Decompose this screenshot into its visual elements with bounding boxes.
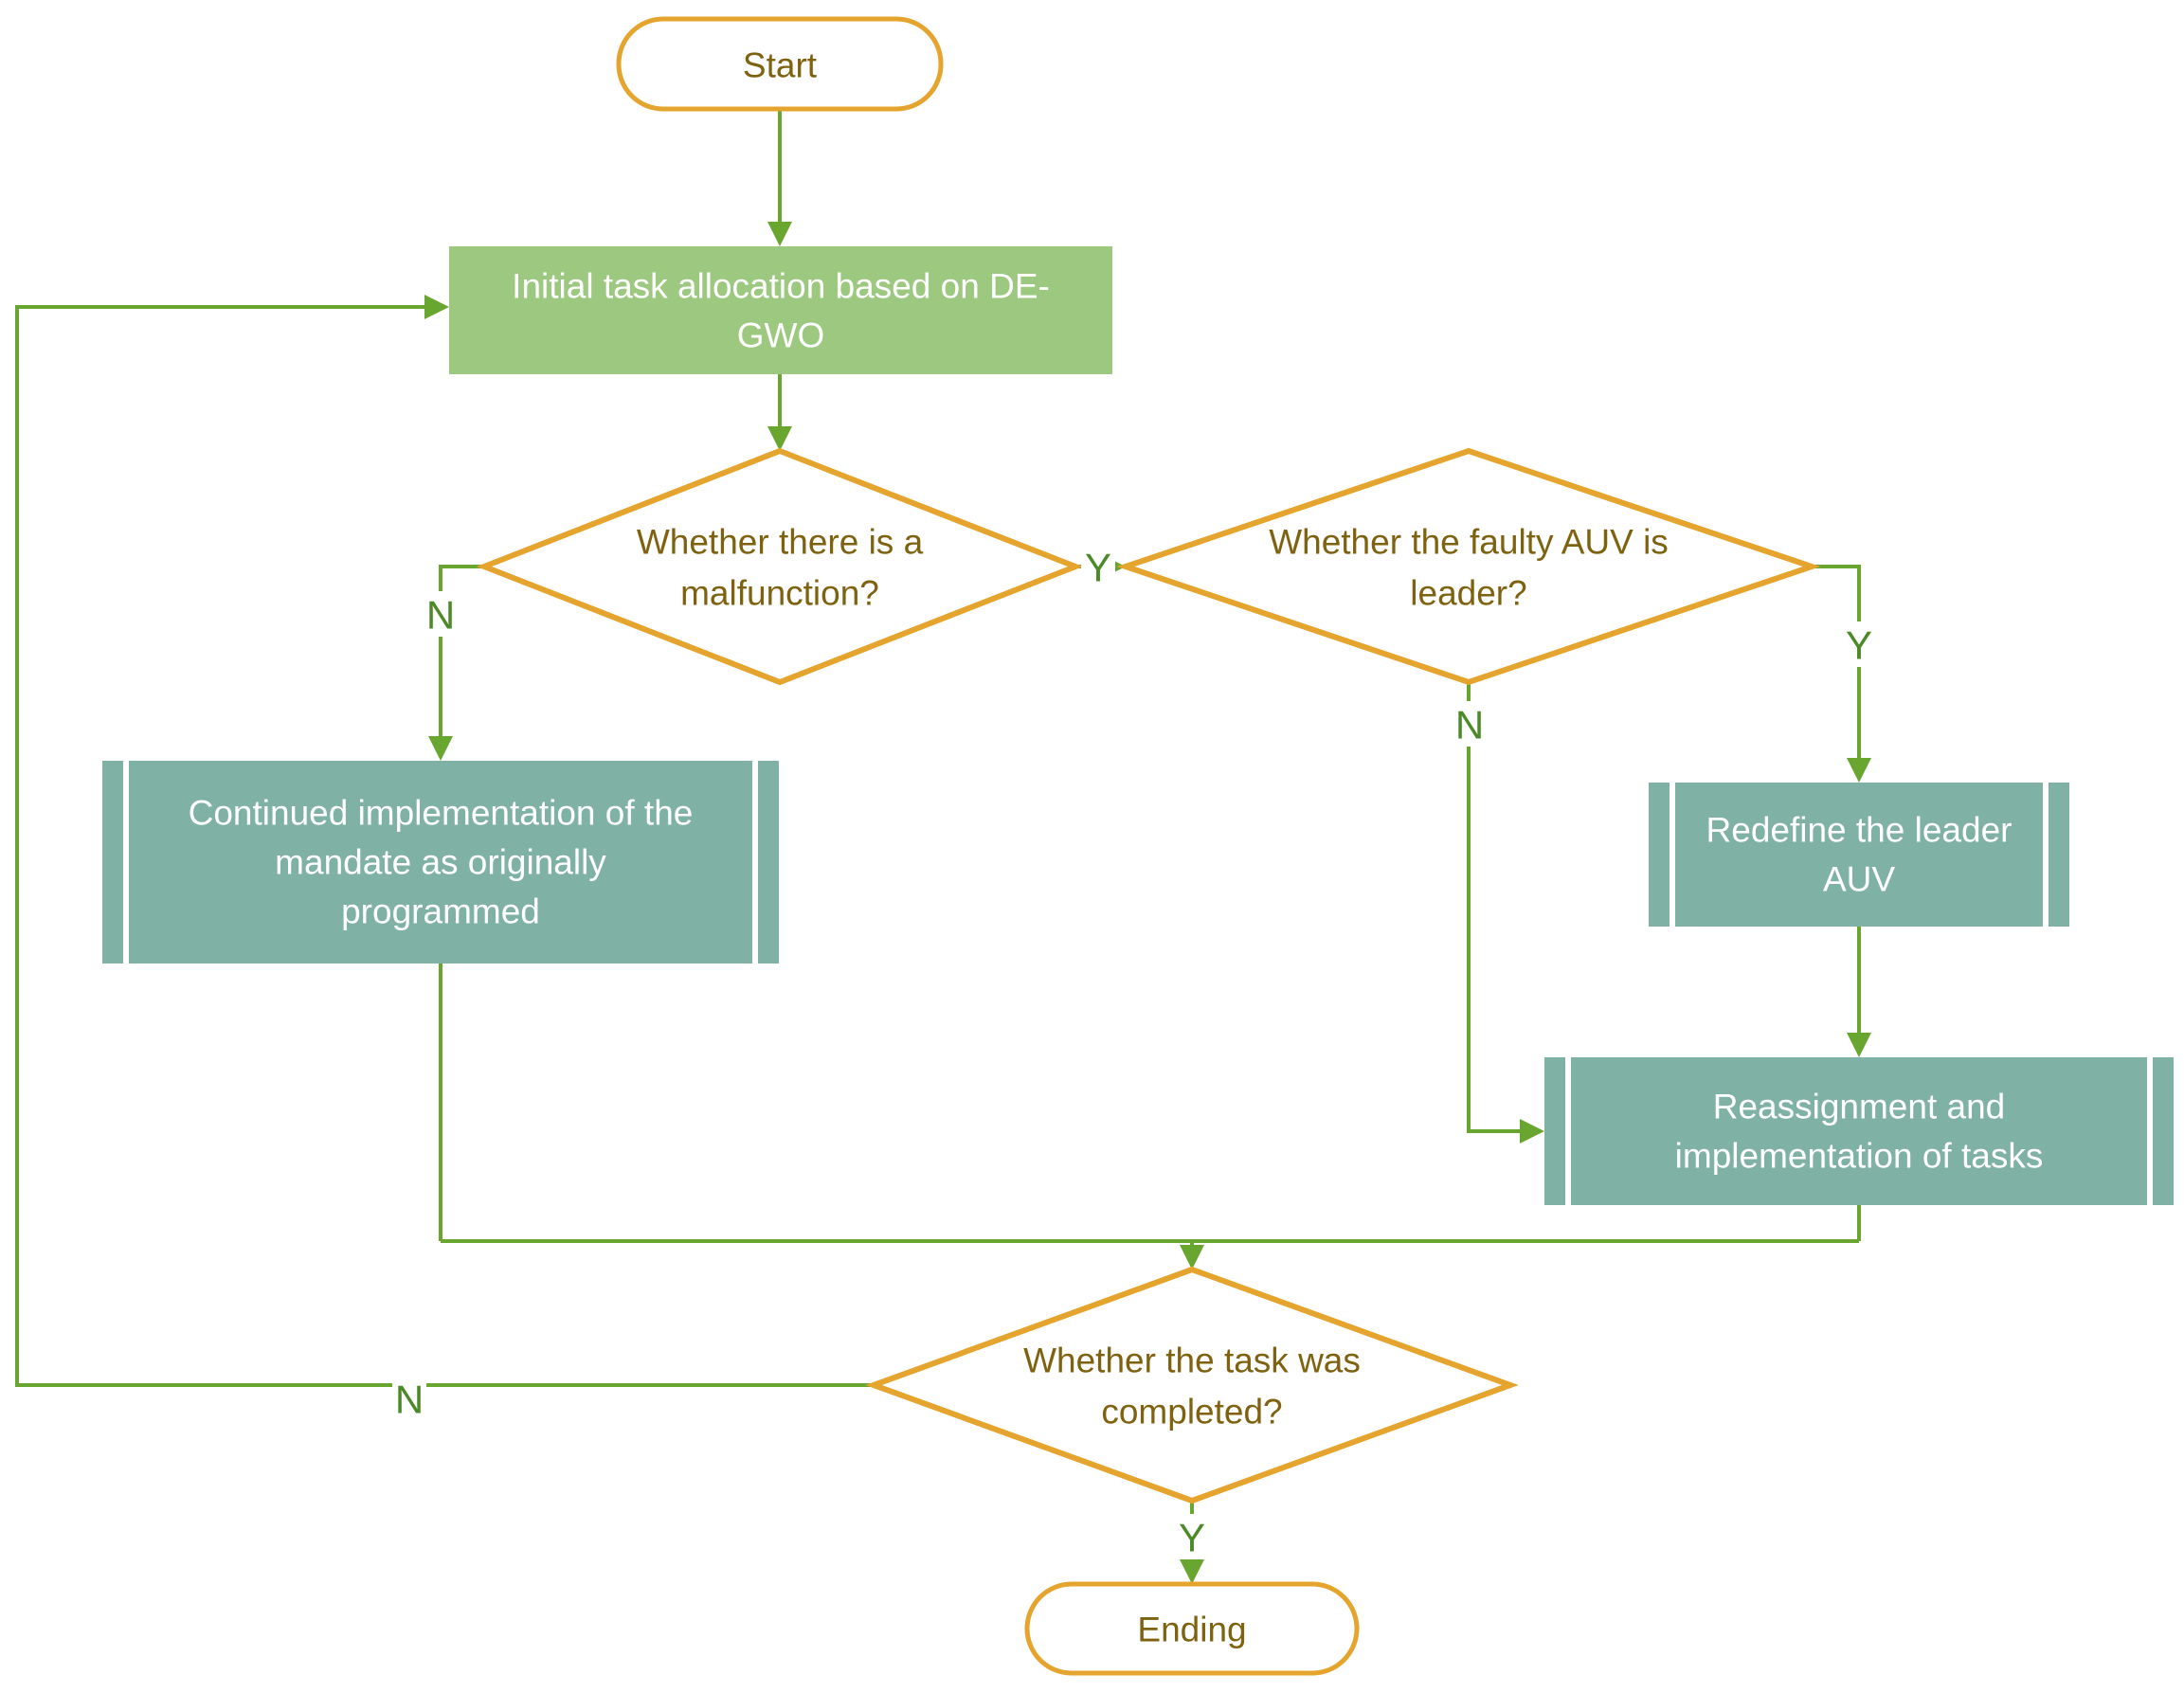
arrowhead-into-reassignment-left [1520, 1119, 1544, 1144]
arrowhead-into-redefine [1847, 758, 1871, 783]
ending-label: Ending [1137, 1611, 1246, 1649]
edge-leader-yes [1812, 565, 1861, 758]
redefine-main-shape [1675, 783, 2043, 927]
node-completed-decision: Whether the task was completed? [865, 1266, 1519, 1504]
faulty-leader-label-line1: Whether the faulty AUV is [1269, 523, 1669, 562]
edge-labels: Y N Y N Y N [392, 544, 1876, 1560]
completed-label-line2: completed? [1101, 1393, 1282, 1432]
arrowhead-into-reassignment-top [1847, 1033, 1871, 1057]
label-bg-completed-yes [1175, 1514, 1209, 1559]
reassignment-label-line2: implementation of tasks [1675, 1137, 2044, 1176]
redefine-right-bar [2049, 783, 2069, 927]
reassignment-right-bar [2153, 1057, 2174, 1205]
completed-diamond-shape [865, 1266, 1519, 1504]
edge-completed-no-loop [15, 305, 874, 1387]
continued-right-bar [758, 761, 779, 964]
label-completed-no: N [395, 1378, 424, 1422]
label-leader-yes: Y [1846, 623, 1872, 668]
init-process-shape [449, 246, 1112, 374]
continued-label-line2: mandate as originally [275, 843, 606, 882]
arrowhead-into-malfunction [767, 426, 792, 451]
reassignment-main-shape [1571, 1057, 2147, 1205]
arrowhead-into-ending [1180, 1559, 1204, 1584]
continued-left-bar [102, 761, 123, 964]
malfunction-label-line2: malfunction? [680, 574, 879, 613]
redefine-label-line1: Redefine the leader [1706, 811, 2013, 850]
node-start: Start [616, 16, 944, 112]
node-continued-implementation: Continued implementation of the mandate … [102, 761, 779, 964]
node-faulty-leader-decision: Whether the faulty AUV is leader? [1116, 447, 1821, 686]
node-initial-task-allocation: Initial task allocation based on DE- GWO [449, 246, 1112, 374]
edge-leader-no [1467, 682, 1520, 1133]
label-bg-malfunction-no [424, 591, 458, 637]
edges [15, 109, 1861, 1559]
label-malfunction-yes: Y [1085, 546, 1111, 590]
arrowhead-into-completed [1180, 1245, 1204, 1270]
label-bg-completed-no [392, 1374, 426, 1421]
node-redefine-leader: Redefine the leader AUV [1649, 783, 2069, 927]
malfunction-label-line1: Whether there is a [637, 523, 924, 562]
edge-malfunction-no [439, 565, 484, 736]
arrowhead-into-init [767, 222, 792, 246]
label-malfunction-no: N [426, 593, 455, 638]
arrowhead-into-continued [428, 736, 453, 761]
continued-main-shape [129, 761, 752, 964]
label-bg-malfunction-yes [1081, 544, 1115, 589]
faulty-leader-label-line2: leader? [1410, 574, 1526, 613]
node-reassignment: Reassignment and implementation of tasks [1544, 1057, 2174, 1205]
init-label-line1: Initial task allocation based on DE- [512, 267, 1050, 306]
faulty-leader-diamond-shape [1116, 447, 1821, 686]
ending-terminator-shape [1024, 1581, 1360, 1676]
arrowheads [424, 222, 1871, 1584]
start-label: Start [743, 46, 818, 85]
label-bg-leader-yes [1842, 621, 1876, 667]
arrowhead-loop-into-init [424, 295, 449, 319]
completed-label-line1: Whether the task was [1023, 1342, 1361, 1380]
redefine-left-bar [1649, 783, 1670, 927]
redefine-label-line2: AUV [1823, 860, 1895, 899]
continued-label-line1: Continued implementation of the [189, 794, 694, 833]
continued-label-line3: programmed [341, 892, 540, 931]
label-completed-yes: Y [1179, 1516, 1205, 1560]
node-ending: Ending [1024, 1581, 1360, 1676]
label-bg-leader-no [1453, 701, 1487, 747]
init-label-line2: GWO [737, 316, 824, 355]
malfunction-diamond-shape [476, 447, 1084, 686]
label-leader-no: N [1455, 703, 1484, 747]
reassignment-label-line1: Reassignment and [1713, 1088, 2006, 1126]
reassignment-left-bar [1544, 1057, 1565, 1205]
start-terminator-shape [616, 16, 944, 112]
node-malfunction-decision: Whether there is a malfunction? [476, 447, 1084, 686]
